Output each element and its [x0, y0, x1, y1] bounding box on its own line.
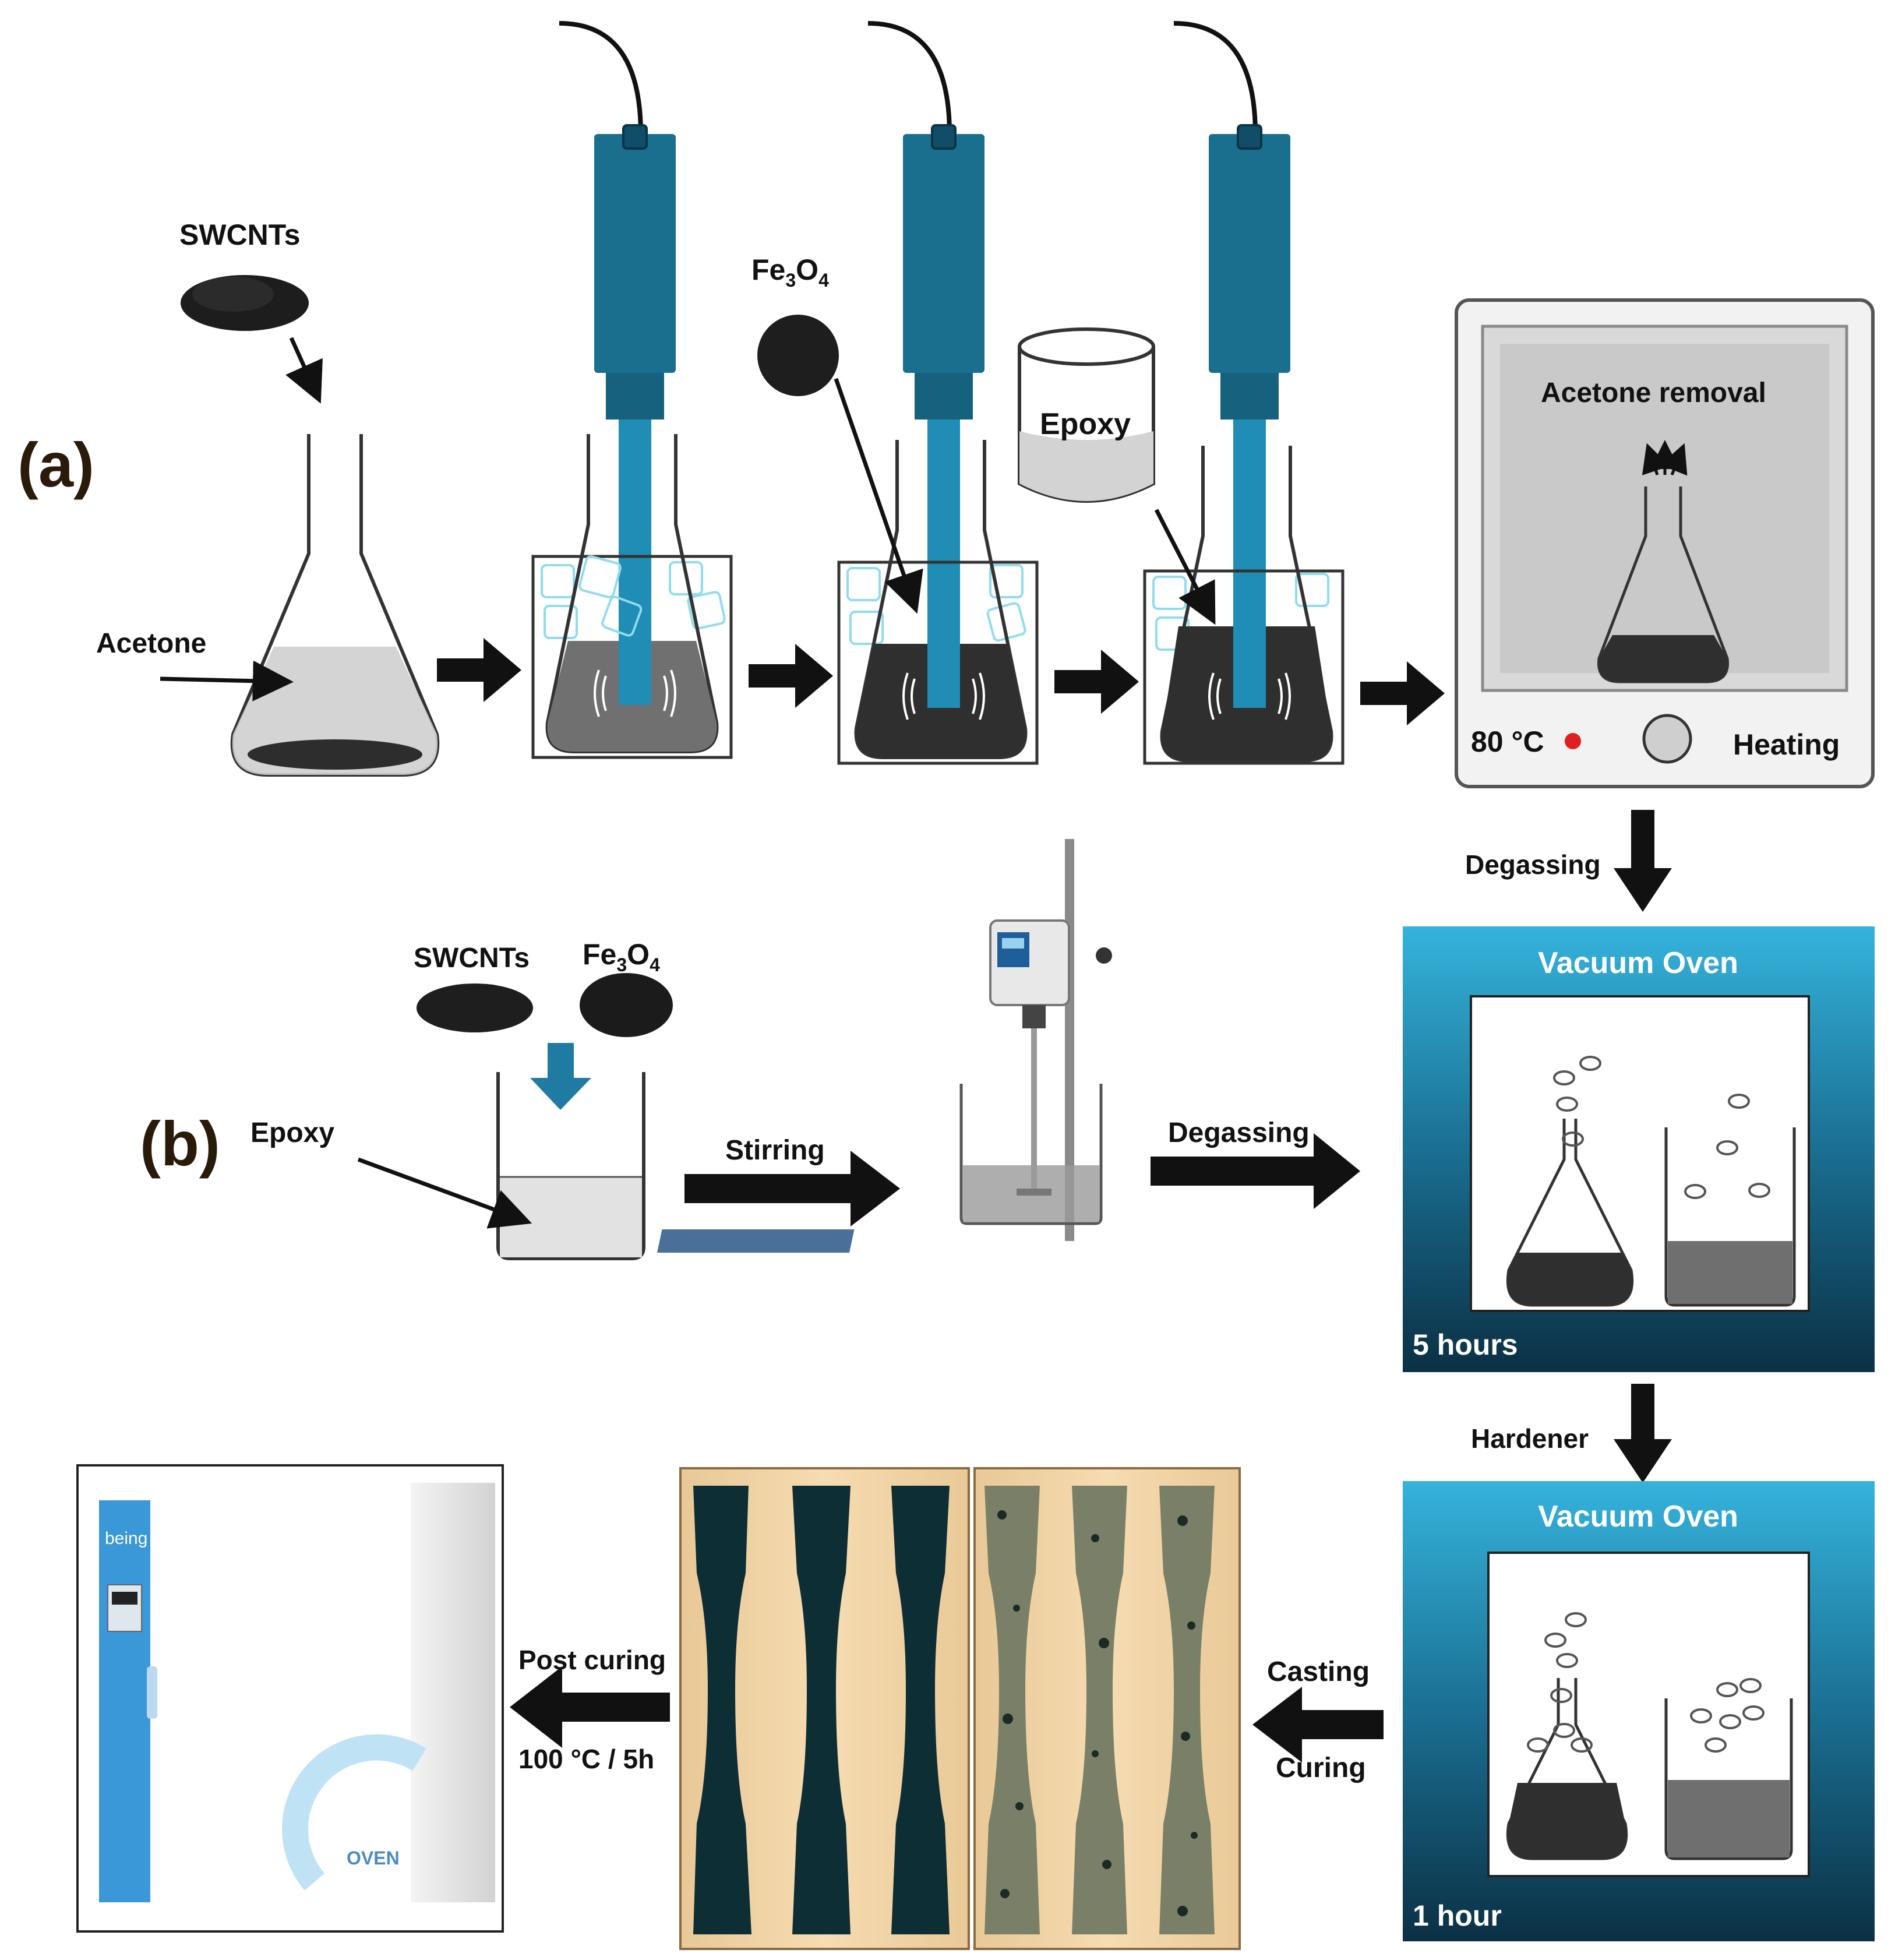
- vacuum-oven-1-title: Vacuum Oven: [1538, 946, 1738, 980]
- degassing-label-down: Degassing: [1465, 849, 1601, 880]
- acetone-label: Acetone: [96, 628, 206, 659]
- fe3o4-powder-icon-b: [580, 973, 673, 1037]
- flow-arrow-a1: [437, 638, 521, 702]
- sonication-stage-3: [1143, 21, 1345, 765]
- specimen-photo-dark: [679, 1467, 970, 1950]
- curing-oven-photo: [76, 1464, 504, 1933]
- flow-arrow-down-1: [1614, 810, 1672, 912]
- overhead-stirrer: [657, 839, 1112, 1253]
- post-curing-label: Post curing: [518, 1645, 666, 1675]
- flow-arrow-degassing: [1151, 1133, 1360, 1209]
- oven-brand-top: being: [105, 1529, 147, 1548]
- flow-arrow-a2: [749, 644, 833, 708]
- casting-label: Casting: [1267, 1656, 1370, 1687]
- swcnt-arrow: [285, 337, 323, 404]
- fe3o4-powder-icon: [757, 315, 839, 396]
- swcnts-label-b: SWCNTs: [414, 943, 530, 974]
- flow-arrow-casting: [1252, 1687, 1384, 1762]
- flow-arrow-post-curing: [510, 1666, 670, 1748]
- vacuum-oven-2: [1403, 1481, 1875, 1941]
- panel-b-label: (b): [140, 1108, 220, 1179]
- vacuum-oven-2-title: Vacuum Oven: [1538, 1500, 1738, 1534]
- oven-temp-label: 80 °C: [1471, 725, 1544, 758]
- heating-oven: [1455, 298, 1875, 788]
- flow-arrow-a4: [1360, 661, 1445, 725]
- vacuum-oven-1: [1403, 926, 1875, 1372]
- swcnt-powder-icon: [181, 275, 309, 331]
- flask-acetone: [230, 434, 440, 777]
- epoxy-label-b: Epoxy: [250, 1118, 334, 1148]
- oven-brand-bottom: OVEN: [347, 1848, 400, 1869]
- fe3o4-label-a: Fe3O4: [751, 253, 829, 291]
- panel-a-label: (a): [17, 429, 94, 500]
- sonication-stage-1: [531, 21, 733, 759]
- add-arrow-icon: [530, 1043, 591, 1110]
- acetone-removal-label: Acetone removal: [1541, 378, 1766, 408]
- stirring-label: Stirring: [725, 1135, 825, 1166]
- flow-arrow-a3: [1054, 650, 1139, 714]
- power-indicator-dot: [1565, 733, 1581, 749]
- epoxy-beaker-b: [496, 1072, 645, 1260]
- post-curing-conditions: 100 °C / 5h: [518, 1744, 654, 1774]
- vacuum-oven-1-duration: 5 hours: [1413, 1328, 1518, 1361]
- sonication-stage-2: [837, 21, 1039, 765]
- swcnts-label-a: SWCNTs: [179, 218, 300, 251]
- oven-knob-icon: [1642, 714, 1692, 764]
- epoxy-arrow-a: [1154, 509, 1216, 625]
- flow-arrow-stirring: [684, 1151, 900, 1226]
- fe3o4-label-b: Fe3O4: [583, 938, 660, 975]
- epoxy-beaker-a: [1018, 327, 1155, 503]
- specimen-photo-speckled: [973, 1467, 1241, 1950]
- oven-heating-label: Heating: [1733, 728, 1840, 761]
- flow-arrow-down-2: [1614, 1384, 1672, 1483]
- acetone-arrow: [160, 660, 294, 701]
- degassing-label-b: Degassing: [1168, 1118, 1310, 1148]
- swcnt-powder-icon-b: [417, 983, 533, 1032]
- fe3o4-arrow-a: [834, 378, 923, 614]
- hardener-label: Hardener: [1471, 1423, 1589, 1454]
- curing-label: Curing: [1276, 1753, 1366, 1783]
- epoxy-label-a: Epoxy: [1040, 407, 1131, 441]
- epoxy-arrow-b: [357, 1157, 532, 1229]
- vacuum-oven-2-duration: 1 hour: [1413, 1899, 1502, 1932]
